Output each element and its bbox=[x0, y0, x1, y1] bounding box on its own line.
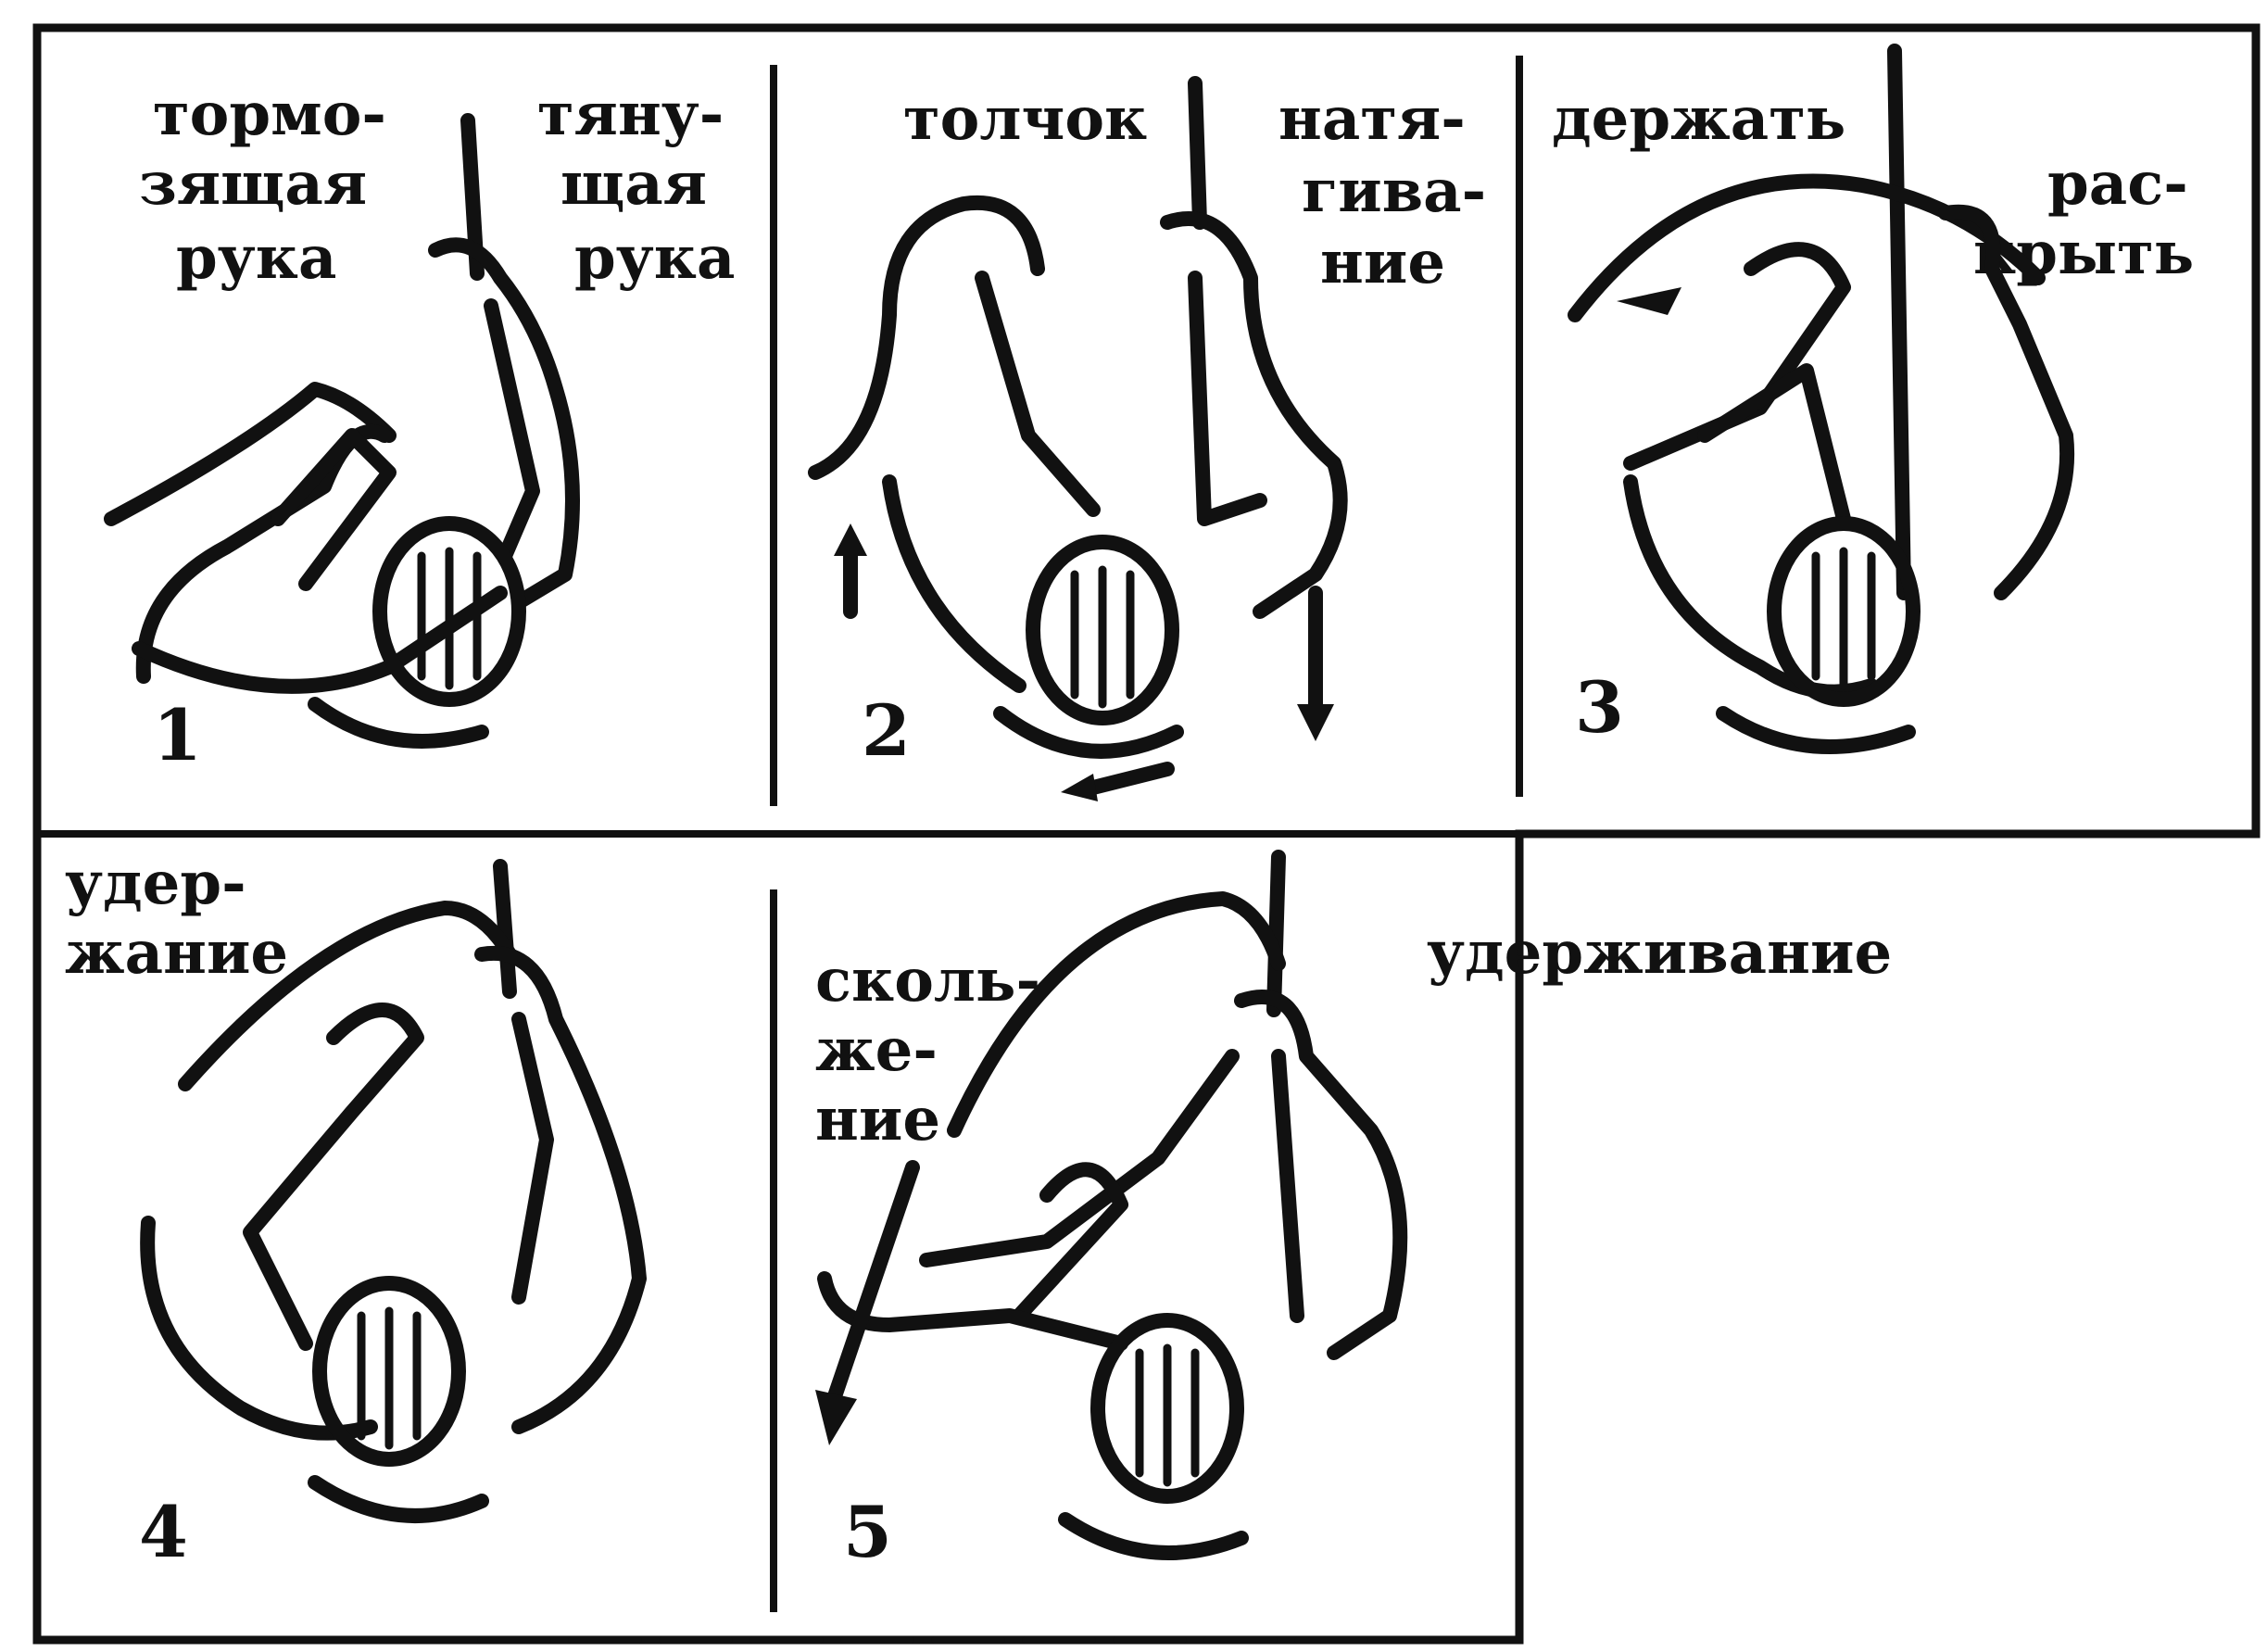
panel-2: толчок натя- гива- ние 2 bbox=[815, 83, 1486, 801]
panel-1-left-label-line-1: тормо- bbox=[153, 80, 386, 149]
panel-4: удер- жание 4 bbox=[65, 849, 639, 1573]
panel-1-right-label-line-3: рука bbox=[574, 223, 735, 293]
panel-3-number: 3 bbox=[1575, 666, 1624, 749]
panel-1-number: 1 bbox=[153, 694, 202, 776]
panel-2-right-label-line-3: ние bbox=[1320, 228, 1445, 297]
panel-1: тормо- зящая рука тяну- щая рука 1 bbox=[111, 80, 735, 776]
panel-1-right-label-line-2: щая bbox=[560, 149, 707, 219]
panel-4-labels: удер- жание bbox=[65, 849, 288, 988]
panel-5: сколь- же- ние удерживание 5 bbox=[815, 857, 1892, 1573]
panel-1-labels: тормо- зящая рука тяну- щая рука bbox=[139, 80, 735, 293]
panel-2-right-label-line-2: гива- bbox=[1302, 157, 1486, 226]
panel-1-left-label-line-2: зящая bbox=[139, 149, 367, 219]
panel-1-figure: 1 bbox=[111, 120, 573, 776]
panel-5-left-label-line-1: сколь- bbox=[815, 946, 1040, 1015]
outer-frame bbox=[37, 28, 2256, 1640]
panel-4-number: 4 bbox=[139, 1491, 188, 1573]
panel-3-left-label-line-1: держать bbox=[1552, 84, 1845, 154]
panel-5-left-label-line-2: же- bbox=[815, 1015, 938, 1085]
panel-3: держать рас- крыть 3 bbox=[1552, 51, 2194, 749]
panel-3-figure: 3 bbox=[1575, 51, 2067, 749]
panel-2-number: 2 bbox=[862, 689, 911, 772]
panel-4-left-label-line-1: удер- bbox=[65, 849, 246, 918]
panel-5-right-label-line-1: удерживание bbox=[1427, 918, 1892, 988]
panel-1-right-label-line-1: тяну- bbox=[537, 80, 724, 149]
panel-5-left-label-line-3: ние bbox=[815, 1085, 940, 1154]
panel-4-left-label-line-2: жание bbox=[65, 918, 288, 988]
panel-5-number: 5 bbox=[843, 1491, 892, 1573]
panel-3-right-label-line-1: рас- bbox=[2047, 149, 2188, 219]
panel-1-left-label-line-3: рука bbox=[176, 223, 336, 293]
panel-2-left-label-line-1: толчок bbox=[903, 84, 1147, 154]
panel-2-right-label-line-1: натя- bbox=[1278, 84, 1466, 154]
panel-2-figure: 2 bbox=[815, 83, 1341, 801]
